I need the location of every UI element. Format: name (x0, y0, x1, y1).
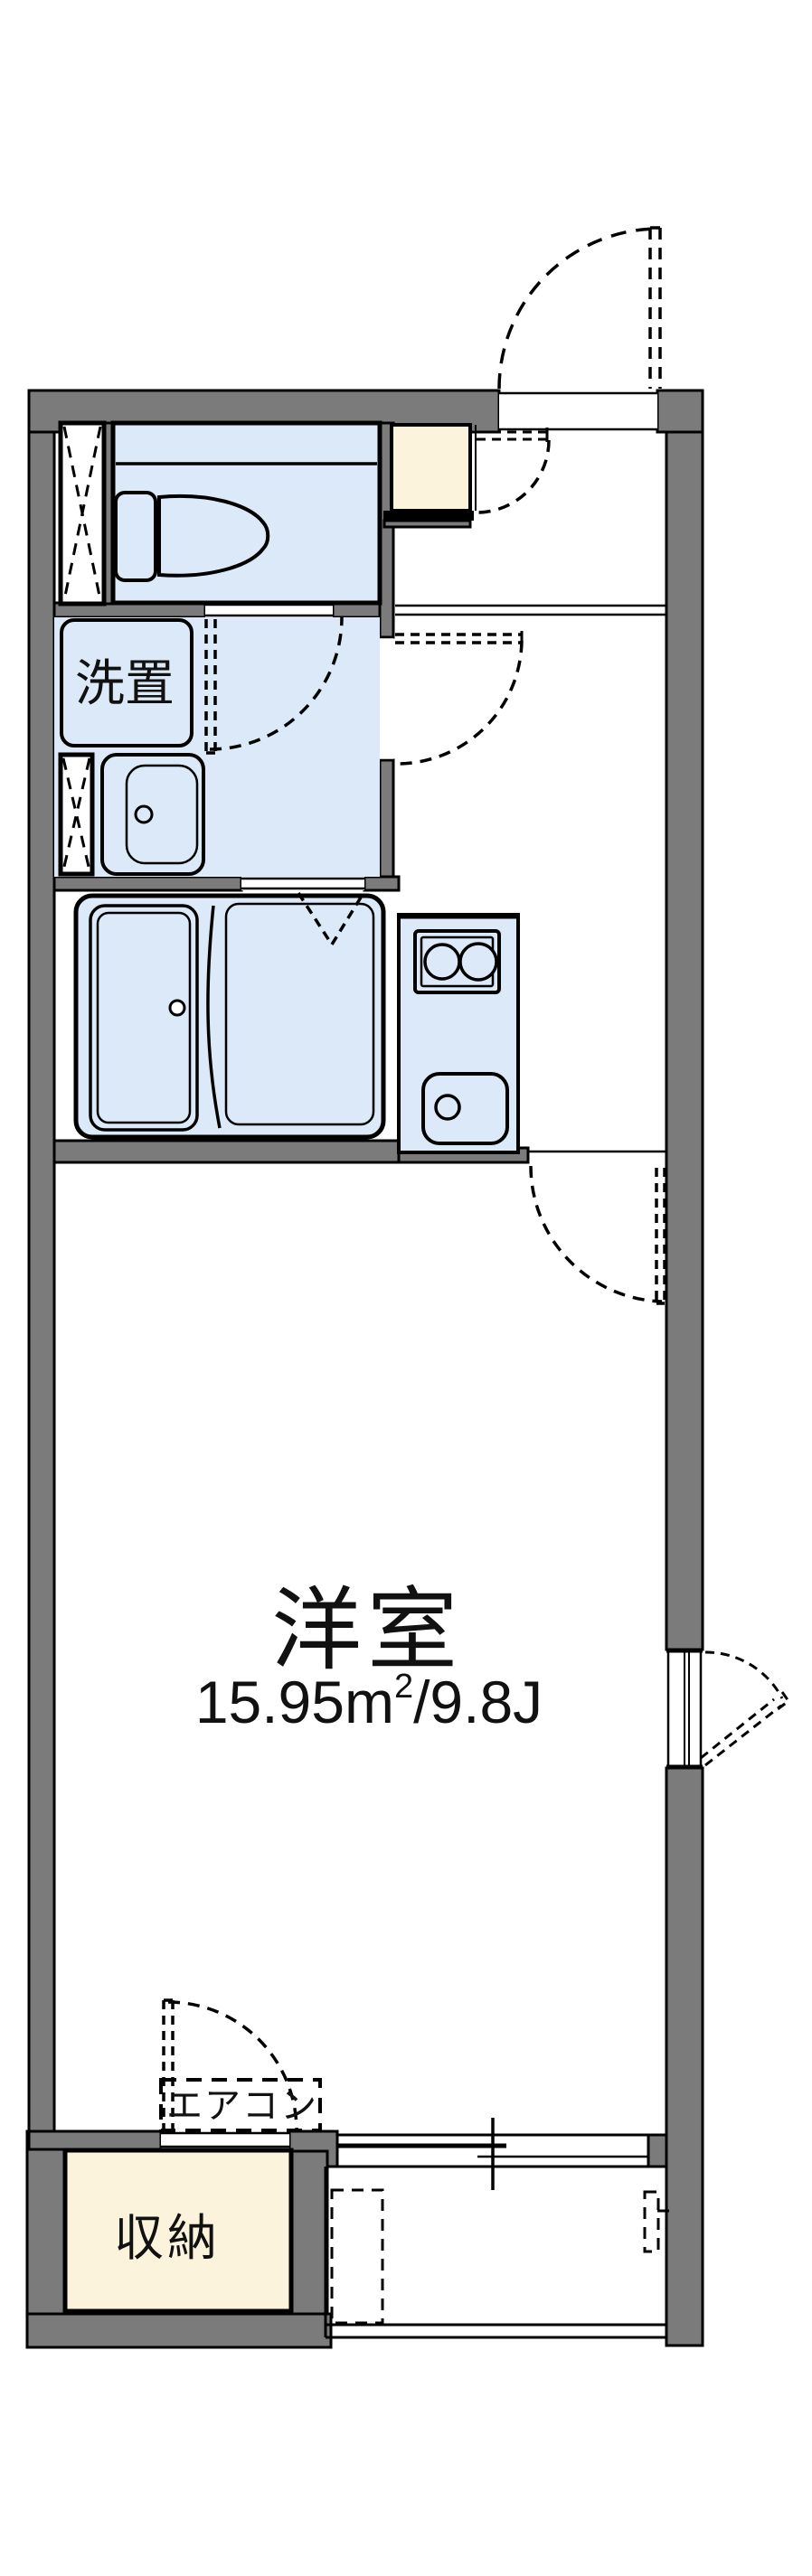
washbasin-drain (134, 804, 154, 824)
entry-door-arc (497, 227, 660, 390)
bathroom-door-opening (241, 877, 364, 890)
wall-bottom (25, 2312, 333, 2349)
toilet-door-leaf (204, 619, 217, 755)
aircon-label: エアコン (166, 2086, 318, 2126)
wall-left (27, 430, 56, 2133)
washbasin-bowl (125, 764, 199, 865)
entry-door-leaf (648, 226, 662, 389)
pipe-space-upper-x-icon (62, 426, 102, 601)
shoe-cabinet-door-leaf (477, 430, 547, 441)
storage-areas (62, 423, 472, 2314)
entry-door-opening (499, 392, 657, 430)
bathroom-folding-door-icon (297, 892, 365, 948)
entry-opening-frame (499, 391, 657, 431)
bath-washing-area (224, 902, 375, 1126)
bathtub-inner (96, 911, 192, 1124)
corridor-opening-frame (380, 635, 393, 762)
genkan-step-lines (395, 604, 666, 616)
bathroom-opening-frame (241, 877, 364, 890)
wall-washroom-bottom-left (52, 875, 243, 892)
pipe-spaces (58, 420, 107, 877)
room-door-leaf (655, 1168, 666, 1305)
toilet-door-opening (205, 603, 333, 617)
shoe-cabinet-base-band (383, 511, 474, 521)
right-window-swing-arc-top (704, 1650, 784, 1699)
wall-stub-shoebox (382, 519, 472, 529)
shoe-cabinet (390, 423, 472, 512)
corridor-door-opening (380, 637, 393, 760)
balcony-partition-right (643, 2190, 660, 2253)
storage-closet (62, 2148, 294, 2314)
right-window-sash-lines (684, 1650, 690, 1767)
wall-bathroom-bottom (52, 1139, 401, 1164)
toilet-door-arc (209, 616, 344, 751)
right-window-swing-lines-bottom (700, 1697, 782, 1767)
stove-burner-left (423, 943, 461, 981)
right-window-swing-corner (777, 1691, 791, 1711)
room-door-arc (529, 1165, 663, 1303)
wall-top-right-corner (656, 389, 704, 434)
unit-bath (73, 893, 386, 1140)
room-area-rest: /9.8J (413, 1669, 543, 1735)
room-area-label: 15.95m2/9.8J (195, 1668, 543, 1735)
closet-door-opening (161, 2131, 289, 2149)
corridor-door-arc (396, 640, 524, 766)
toilet-bowl-icon (157, 494, 270, 578)
laundry-label: 洗置 (75, 655, 175, 711)
kitchen-sink-faucet (434, 1094, 461, 1121)
balcony-partition-left (330, 2188, 384, 2325)
wall-right-upper (665, 430, 704, 1651)
corridor-door-leaf (395, 633, 522, 644)
fixtures (54, 420, 520, 1154)
closet-opening-frame (161, 2131, 289, 2148)
room-area-main: 15.95m (195, 1669, 394, 1735)
room-label: 洋室 (271, 1580, 463, 1681)
bath-divider-curve (206, 905, 222, 1129)
toilet-connector-lines (156, 510, 161, 564)
wall-washroom-bottom-right (363, 875, 401, 892)
closet-door-leaf (162, 1998, 175, 2130)
kitchen-sink-icon (421, 1072, 509, 1145)
wall-corridor-lower (378, 758, 395, 879)
closet-door-arc (167, 2000, 298, 2131)
room-area-superscript: 2 (394, 1668, 413, 1706)
doors-and-lines (159, 226, 791, 2339)
storage-label: 収納 (114, 2210, 221, 2266)
wall-right-lower (665, 1766, 704, 2347)
walls (25, 389, 704, 2349)
wall-closet-top (27, 2129, 163, 2151)
balcony-bottom-lines (326, 2323, 666, 2339)
bathtub-drain (168, 999, 186, 1017)
stove-burner-right (458, 942, 498, 982)
right-window-frame-lines (666, 1650, 703, 1767)
wall-window-end-post (647, 2133, 668, 2168)
toilet-tank-icon (114, 491, 157, 582)
labels: 洗置 洋室 15.95m2/9.8J エアコン 収納 (75, 655, 543, 2266)
aircon-dashed-box (159, 2078, 322, 2132)
pipe-space-lower (58, 752, 95, 877)
washing-machine-pan-icon (60, 618, 194, 747)
bathtub-icon (89, 904, 199, 1132)
